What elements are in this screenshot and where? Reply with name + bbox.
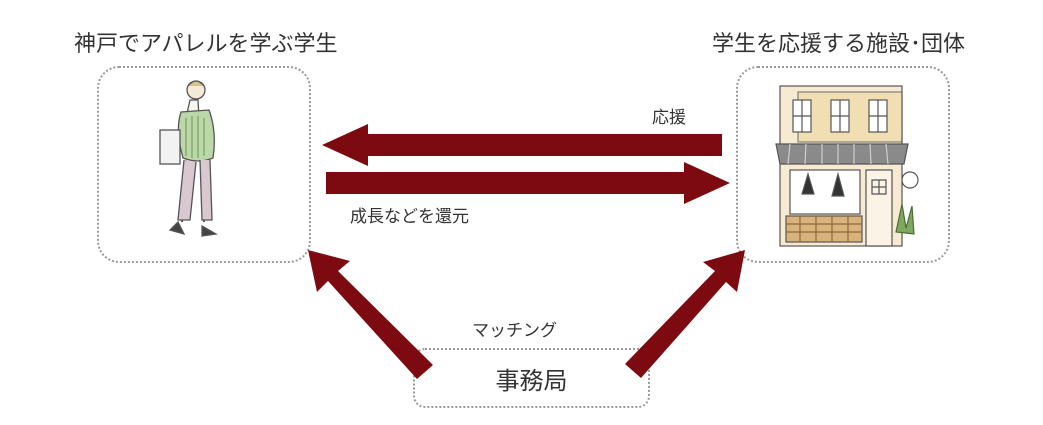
return-label: 成長などを還元	[350, 207, 469, 227]
support-arrow	[322, 124, 722, 166]
office-label: 事務局	[495, 366, 568, 395]
student-title: 神戸でアパレルを学ぶ学生	[74, 32, 338, 57]
support-label: 応援	[652, 108, 686, 128]
return-arrow	[326, 162, 730, 204]
matching-arrow-left	[308, 250, 433, 379]
matching-arrow-right	[625, 250, 745, 378]
facility-title: 学生を応援する施設･団体	[712, 32, 966, 57]
office-box: 事務局	[413, 348, 650, 408]
matching-label: マッチング	[472, 321, 557, 341]
storefront-illustration-icon	[775, 85, 919, 247]
walking-student-illustration-icon	[159, 80, 218, 237]
